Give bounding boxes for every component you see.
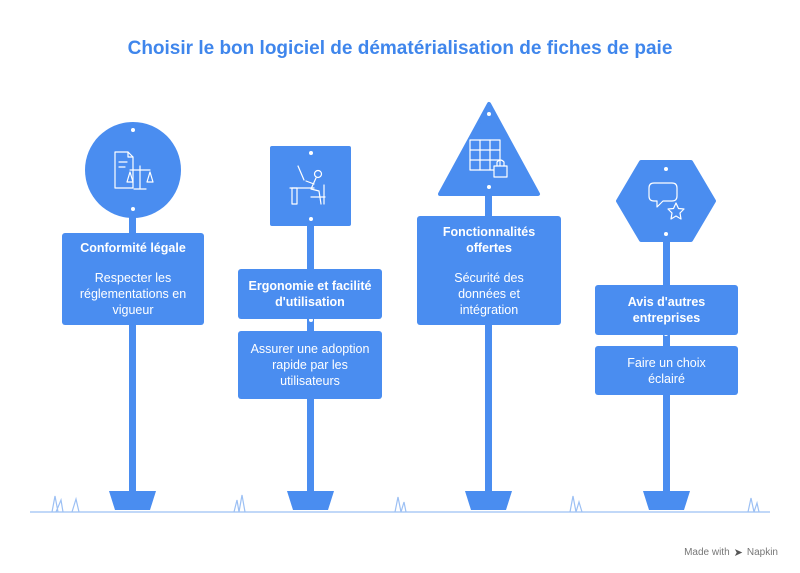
document-scales-icon xyxy=(114,151,154,190)
page-title: Choisir le bon logiciel de dématérialisa… xyxy=(127,38,673,59)
sign-board-1: Conformité légale Respecter les réglemen… xyxy=(62,233,204,325)
bolt xyxy=(309,217,313,221)
post xyxy=(485,190,492,495)
post-base xyxy=(643,491,690,510)
sign-heading: Conformité légale xyxy=(80,241,186,255)
sign-board-3: Fonctionnalités offertes Sécurité des do… xyxy=(417,216,561,325)
sign-board-2-heading: Ergonomie et facilité d'utilisation xyxy=(238,269,382,319)
sign-head-square xyxy=(270,146,351,226)
sign-board-4-body: Faire un choix éclairé xyxy=(595,346,738,395)
grass-tuft xyxy=(747,497,760,513)
sign-heading: Fonctionnalités offertes xyxy=(442,224,536,255)
bolt xyxy=(309,318,313,322)
sign-body: Respecter les réglementations en vigueur xyxy=(79,271,187,317)
bolt xyxy=(309,151,313,155)
post-base xyxy=(287,491,334,510)
person-at-desk-icon xyxy=(289,165,326,205)
bolt xyxy=(664,167,668,171)
ground xyxy=(30,494,770,513)
post xyxy=(307,160,314,495)
watermark-brand: Napkin xyxy=(746,547,778,558)
sign-heading: Ergonomie et facilité d'utilisation xyxy=(248,279,372,309)
sign-body: Assurer une adoption rapide par les util… xyxy=(250,342,370,388)
grass-tuft xyxy=(71,496,80,513)
grass-tuft xyxy=(569,495,583,513)
sign-body: Faire un choix éclairé xyxy=(627,355,706,386)
signpost-3 xyxy=(438,102,540,510)
sign-board-2-body: Assurer une adoption rapide par les util… xyxy=(238,331,382,399)
watermark-text: Made with xyxy=(684,547,730,558)
bolt xyxy=(487,185,491,189)
sign-heading: Avis d'autres entreprises xyxy=(627,295,706,325)
chat-star-icon xyxy=(648,182,685,220)
signpost-4 xyxy=(616,160,716,510)
bolt xyxy=(487,112,491,116)
grass-tuft xyxy=(51,495,64,513)
grass-tuft xyxy=(233,494,246,513)
grass-tuft xyxy=(394,496,407,513)
bolt xyxy=(664,232,668,236)
grid-lock-icon xyxy=(469,139,508,178)
bolt xyxy=(131,128,135,132)
sign-body: Sécurité des données et intégration xyxy=(454,270,524,317)
napkin-logo-icon: ➤ xyxy=(733,547,743,559)
bolt xyxy=(131,207,135,211)
sign-board-4-heading: Avis d'autres entreprises xyxy=(595,285,738,335)
post-base xyxy=(109,491,156,510)
sign-head-triangle xyxy=(438,102,540,196)
post-base xyxy=(465,491,512,510)
watermark: Made with ➤ Napkin xyxy=(684,546,778,559)
signpost-2 xyxy=(270,146,351,510)
